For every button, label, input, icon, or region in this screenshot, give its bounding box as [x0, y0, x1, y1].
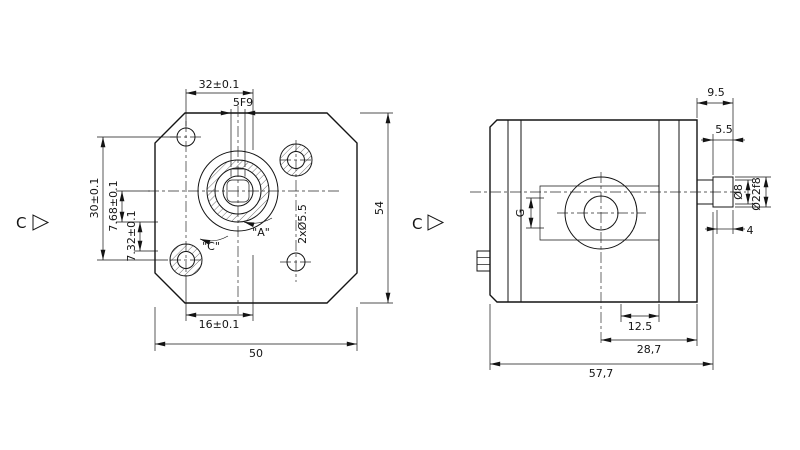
- dim-bottom-inner: 16±0.1: [185, 255, 254, 331]
- dim-total-length: 57,7: [489, 212, 714, 380]
- dim-pilot-dia: Ø22f8: [735, 176, 771, 211]
- dim-offset-lower-text: 7.32±0.1: [125, 210, 138, 261]
- label-a-text: "A": [252, 226, 270, 239]
- dim-keyway: 5F9: [217, 96, 259, 167]
- dim-holes-text: 2xØ5.5: [296, 204, 309, 244]
- section-marker-right: C: [412, 214, 445, 233]
- dim-height-text: 54: [373, 201, 386, 215]
- dim-hole-span: 30±0.1: [88, 136, 176, 261]
- dim-bottom-inner-text: 16±0.1: [199, 318, 240, 331]
- dim-keyway-text: 5F9: [233, 96, 253, 109]
- dim-bearing-width-text: 5.5: [715, 123, 733, 136]
- dim-bottom-width: 50: [154, 307, 358, 360]
- dim-shaft-protrusion: 9.5: [696, 86, 734, 175]
- dim-bottom-width-text: 50: [249, 347, 263, 360]
- dim-key: 4: [705, 210, 754, 237]
- body-section-lines: [507, 120, 680, 302]
- dim-top-width: 32±0.1: [185, 78, 254, 150]
- dim-total-length-text: 57,7: [589, 367, 614, 380]
- pump-body-outline: [489, 119, 698, 303]
- dim-center-to-end: 28,7: [601, 304, 698, 356]
- hole-top-right-threaded: [279, 143, 313, 177]
- rotation-label-a: "A": [243, 217, 273, 239]
- hole-bottom-right: [286, 252, 306, 272]
- section-letter: C: [16, 214, 26, 232]
- label-c-text: "C": [202, 240, 220, 253]
- dim-key-text: 4: [747, 224, 754, 237]
- dim-port-to-face-text: 12.5: [628, 320, 653, 333]
- shaft-end: [226, 179, 250, 203]
- port-face-rect: [539, 185, 659, 241]
- dim-offset-upper-text: 7.68±0.1: [107, 180, 120, 231]
- bearing-seat-section: [712, 176, 734, 208]
- section-arrow-icon: [427, 214, 445, 231]
- side-view: C: [412, 86, 771, 380]
- dim-top-width-text: 32±0.1: [199, 78, 240, 91]
- section-letter: C: [412, 215, 422, 233]
- dim-hole-span-text: 30±0.1: [88, 178, 101, 219]
- port-boss: [539, 176, 659, 250]
- hole-top-left: [176, 127, 196, 147]
- front-view: C: [16, 78, 393, 360]
- section-marker-left: C: [16, 214, 50, 232]
- dim-pilot-dia-text: Ø22f8: [750, 177, 763, 211]
- dim-height: 54: [360, 112, 393, 304]
- keyway-slot: [230, 168, 246, 177]
- dim-shaft-dia: Ø8: [732, 179, 753, 205]
- dim-shaft-dia-text: Ø8: [732, 184, 745, 200]
- centerlines-side: [470, 172, 746, 346]
- dim-port-to-face: 12.5: [620, 304, 660, 333]
- dim-bearing-width: 5.5: [701, 123, 745, 175]
- dim-shaft-protrusion-text: 9.5: [707, 86, 725, 99]
- port-thread-text: G: [514, 209, 527, 218]
- dim-port-thread: G: [514, 197, 544, 229]
- shaft-hub: [197, 150, 279, 232]
- hole-bottom-left-threaded: [169, 243, 203, 277]
- shaft-stub: [697, 176, 734, 208]
- hex-plug: [476, 250, 491, 272]
- dim-offset-lower: 7.32±0.1: [125, 210, 158, 262]
- rotation-label-c: "C": [199, 235, 229, 253]
- dim-offset-upper: 7.68±0.1: [107, 180, 158, 232]
- dim-center-to-end-text: 28,7: [637, 343, 662, 356]
- section-arrow-icon: [32, 214, 50, 231]
- flange-outline: [154, 112, 358, 304]
